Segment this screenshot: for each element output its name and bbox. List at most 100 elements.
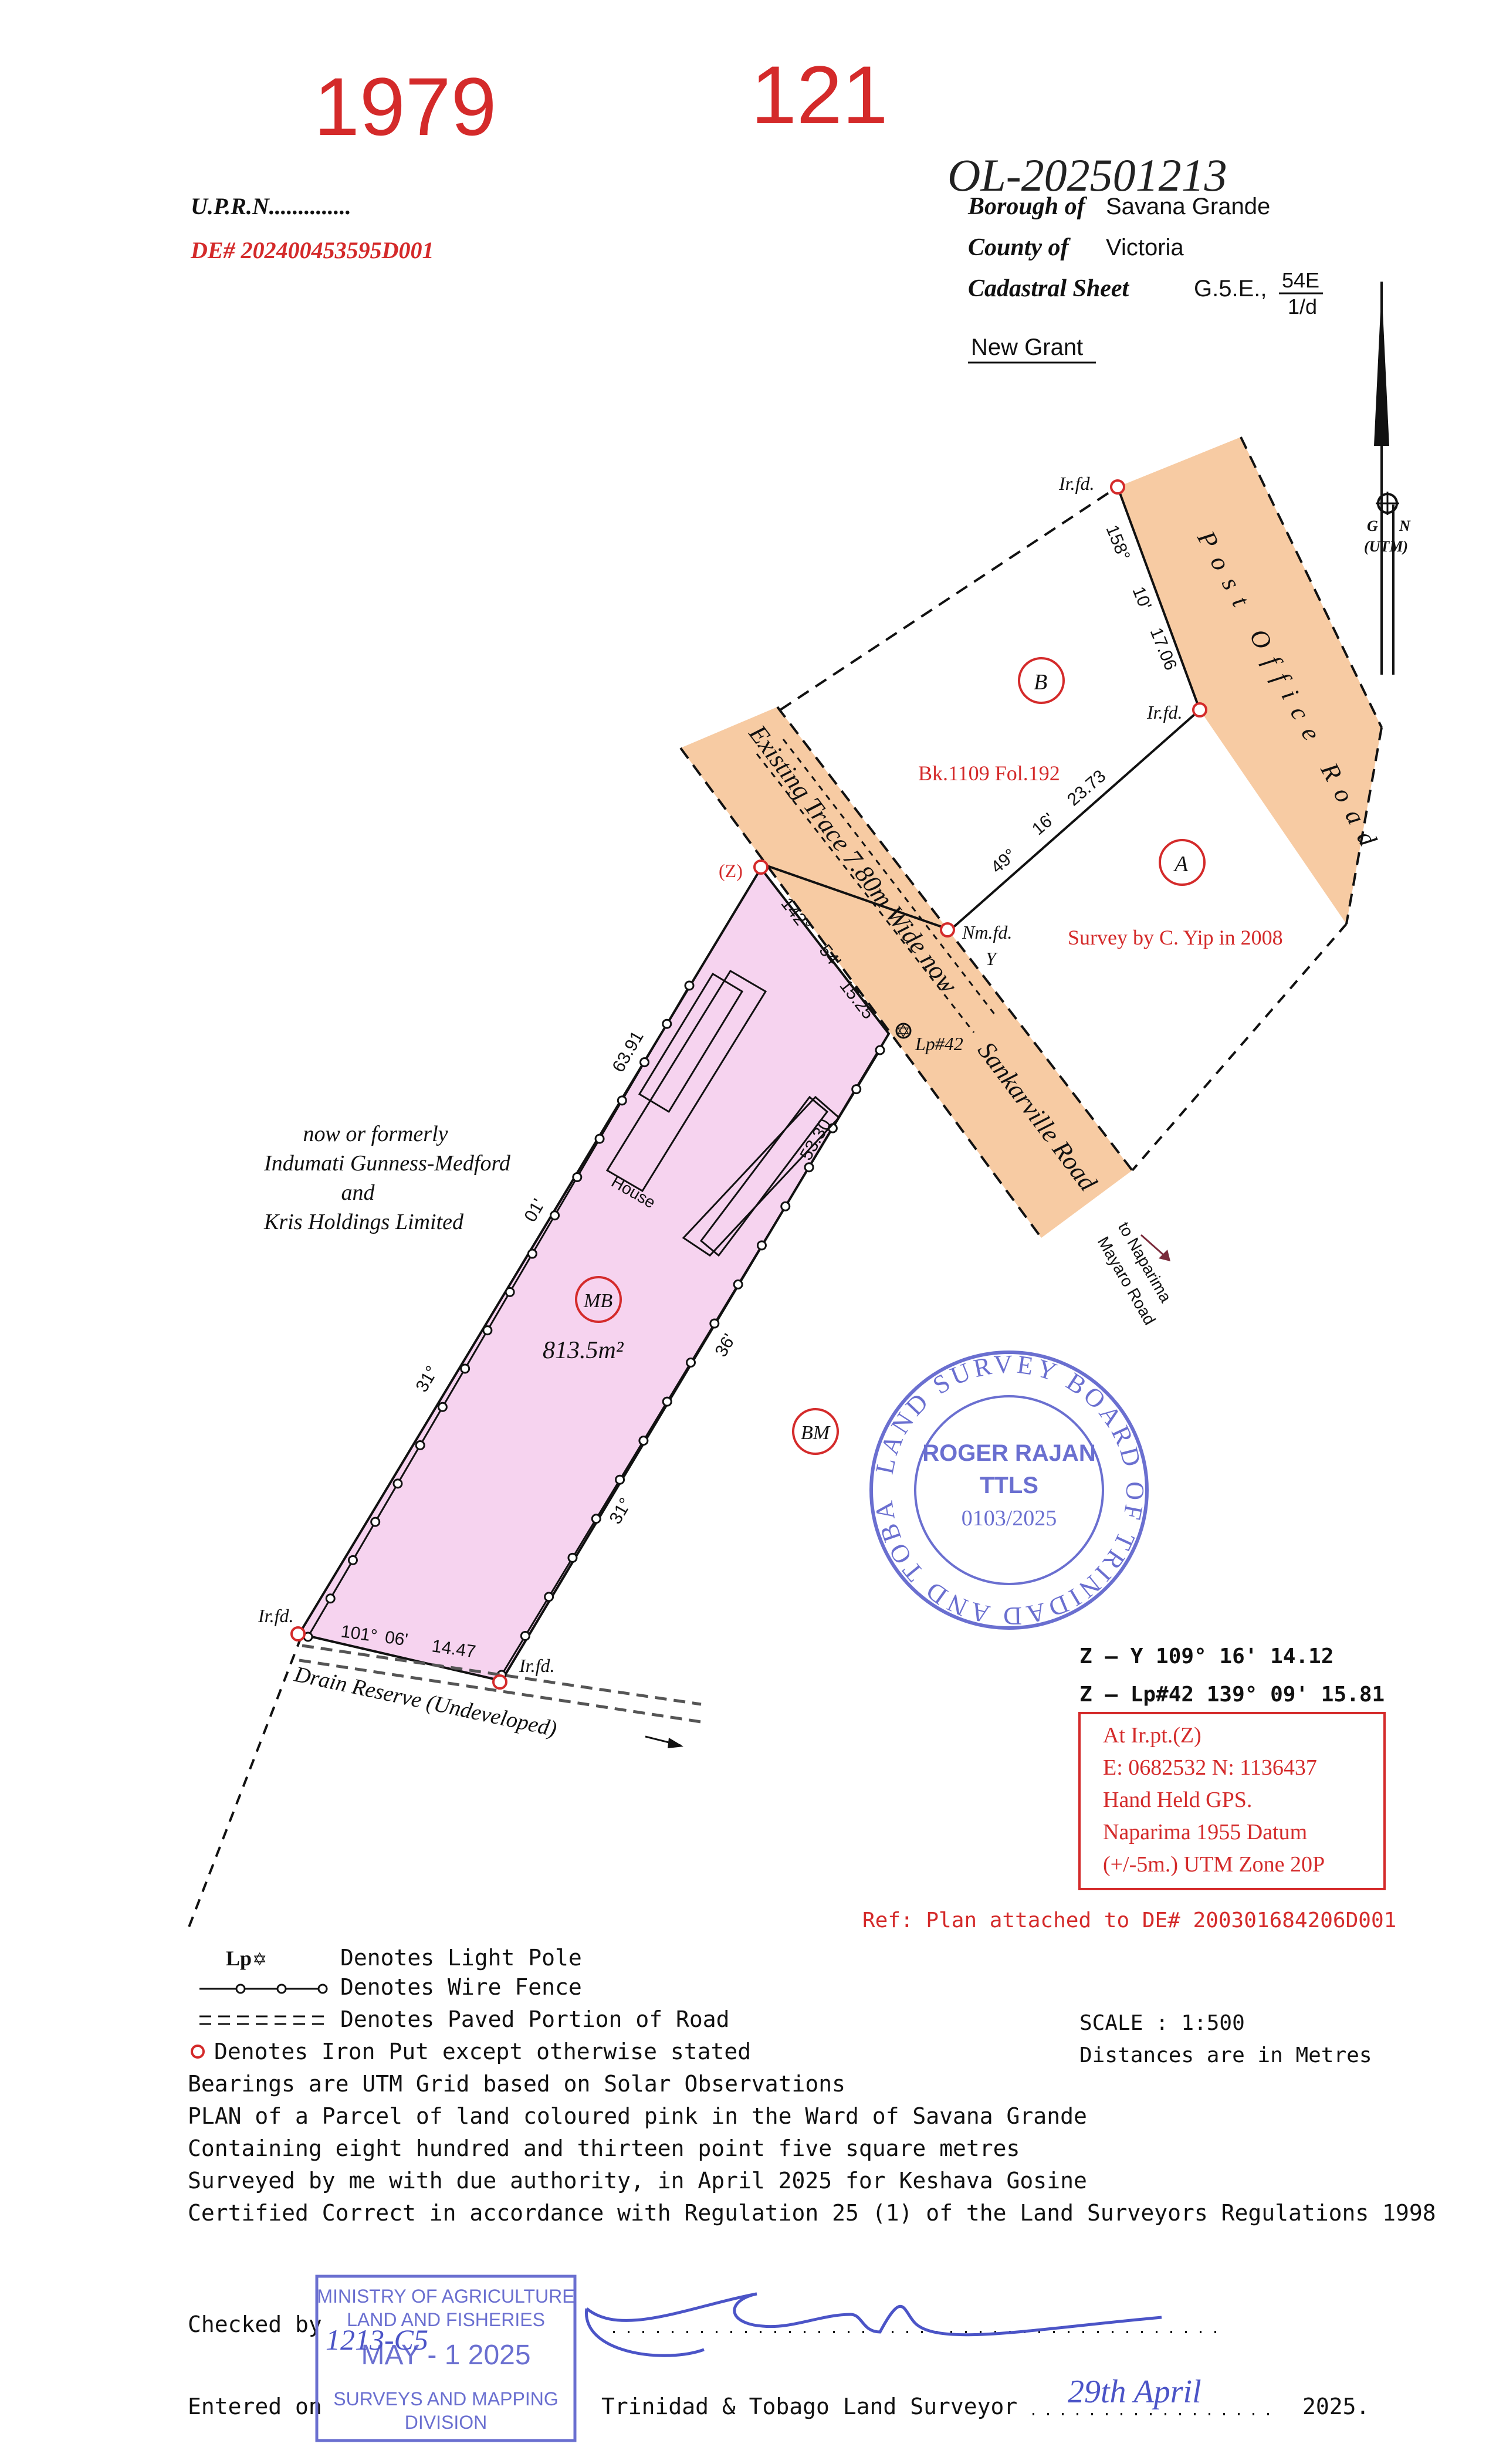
stamp-title: TTLS [980,1473,1038,1498]
fence-post [527,1248,537,1259]
ministry-stamp-l4: SURVEYS AND MAPPING [333,2388,559,2409]
fence-post [686,1358,696,1368]
fence-post [804,1162,814,1173]
cert-line-1: Bearings are UTM Grid based on Solar Obs… [188,2071,845,2097]
de-number: DE# 202400453595D001 [190,237,434,263]
fence-post [482,1325,493,1336]
cadastral-den: 1/d [1288,295,1317,319]
neighbour-line-4: Kris Holdings Limited [263,1210,464,1234]
fence-post [325,1593,336,1604]
iron-put-markers [290,479,1207,1690]
ministry-stamp-handwriting: 1213-C5 [326,2323,428,2356]
cadastral-num: 54E [1282,268,1319,292]
lp-42-label: Lp#42 [915,1033,963,1054]
bk-reference: Bk.1109 Fol.192 [918,761,1060,785]
gps-line-5: (+/-5m.) UTM Zone 20P [1103,1852,1325,1877]
legend-wire: Denotes Wire Fence [340,1974,582,2000]
legend-lp: Denotes Light Pole [340,1945,582,1971]
gps-line-1: At Ir.pt.(Z) [1103,1723,1201,1748]
fence-post [415,1440,425,1451]
gps-line-4: Naparima 1955 Datum [1103,1820,1307,1844]
point-z-label: (Z) [719,860,743,881]
nm-fd-label: Nm.fd. [962,922,1012,943]
drain-reserve-line [299,1644,702,1724]
fence-post [567,1552,578,1563]
fence-post [684,980,695,991]
legend-paved-icon [199,2015,326,2025]
cert-line-2: PLAN of a Parcel of land coloured pink i… [188,2103,1087,2129]
parcel-mb [297,866,891,1683]
parcel-mb-label: MB [583,1290,612,1312]
fence-post [780,1201,791,1211]
fence-post [709,1318,720,1329]
gps-box [1078,1712,1386,1890]
ol-reference: OL-202501213 [947,150,1227,201]
dist-2373: 23.73 [1064,766,1109,810]
handwritten-date: 29th April [1068,2374,1201,2410]
parcel-bm-label: BM [801,1422,831,1444]
neighbour-line-3: and [341,1180,375,1205]
north-label-g: G [1367,517,1378,534]
file-number: 1979 [314,60,496,153]
fence-post [662,1018,672,1029]
cert-line-3: Containing eight hundred and thirteen po… [188,2135,1020,2161]
surveyor-label: Trinidad & Tobago Land Surveyor [601,2394,1017,2419]
coord-line-2: Z – Lp#42 139° 09' 15.81 [1079,1683,1385,1707]
footer-year: 2025. [1302,2394,1369,2419]
fence-post [347,1555,358,1565]
sankarville-road [681,707,1132,1238]
ministry-stamp-l5: DIVISION [405,2412,487,2433]
borough-label: Borough of [967,193,1088,220]
fence-post [544,1592,554,1602]
legend-paved: Denotes Paved Portion of Road [340,2006,729,2032]
ir-fd-top: Ir.fd. [1058,473,1094,494]
svg-text:✡: ✡ [896,1022,911,1041]
ministry-stamp-l1: MINISTRY OF AGRICULTURE [317,2286,574,2307]
parcel-area: 813.5m² [543,1337,624,1364]
fence-post [591,1514,601,1524]
legend-iron-icon [191,2045,205,2059]
gps-line-2: E: 0682532 N: 1136437 [1103,1755,1317,1780]
fence-post [505,1287,515,1297]
parcel-a-label: A [1173,852,1189,876]
fence-post [370,1517,381,1527]
scale: SCALE : 1:500 [1079,2011,1245,2035]
fence-post [638,1436,649,1446]
county-label: County of [968,234,1071,261]
bearing-10: 10' [1129,584,1155,612]
fence-post [733,1279,743,1289]
survey-note: Survey by C. Yip in 2008 [1068,926,1283,949]
borough: Savana Grande [1106,194,1270,219]
county: Victoria [1106,235,1184,260]
bearing-06: 06' [384,1627,409,1650]
fence-post [550,1210,560,1221]
ministry-stamp-l2: LAND AND FISHERIES [347,2309,545,2330]
light-pole-icon: ✡ [895,1022,912,1041]
neighbour-line-1: now or formerly [303,1122,448,1146]
fence-post [639,1057,650,1068]
fence-post [662,1396,672,1407]
fence-post [851,1084,862,1095]
fence-post [594,1133,605,1144]
legend-lp-symbol: Lp [226,1947,252,1970]
fence-post [392,1478,403,1489]
surveyor-signature [585,2292,1162,2357]
bearing-31a: 31° [412,1363,442,1396]
ir-fd-right: Ir.fd. [519,1655,554,1676]
point-y-label: Y [986,948,998,969]
house-outline [605,969,767,1193]
entered-on-label: Entered on [188,2394,322,2419]
bearing-16: 16' [1028,810,1058,840]
stamp-name: ROGER RAJAN [922,1440,1096,1466]
bearing-01: 01' [520,1196,549,1225]
fence-post [756,1240,767,1251]
fence-post [437,1402,448,1412]
stamp-number: 0103/2025 [962,1506,1057,1531]
gps-line-3: Hand Held GPS. [1103,1788,1252,1812]
legend-iron: Denotes Iron Put except otherwise stated [214,2039,751,2064]
cadastral-sheet: G.5.E., [1194,276,1267,302]
north-arrow-icon [1374,282,1399,675]
ir-fd-left: Ir.fd. [258,1605,293,1626]
legend-lp-star-icon: ✡ [252,1950,267,1969]
